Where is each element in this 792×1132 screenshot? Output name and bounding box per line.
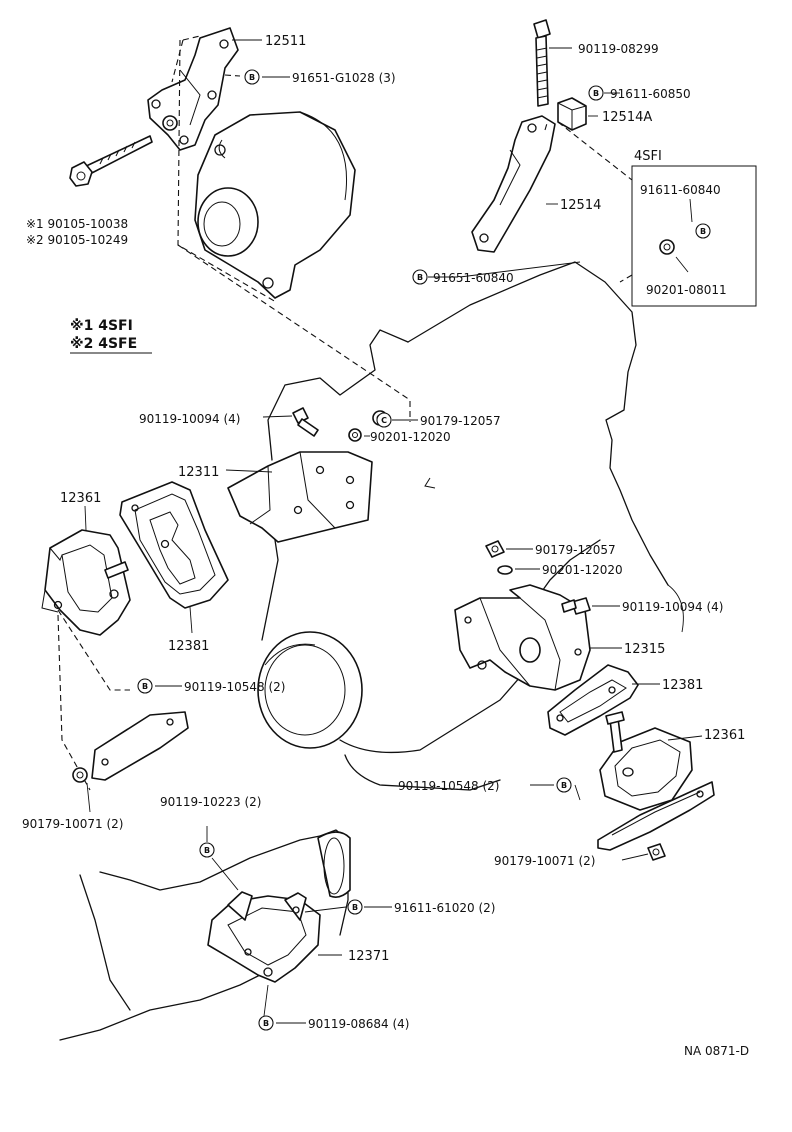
marker-b-90119-08684: B (258, 1015, 274, 1031)
flywheel-cover (257, 631, 363, 749)
leader-lines (86, 39, 703, 1024)
label-90119-08684: 90119-08684 (4) (308, 1017, 410, 1031)
label-90119-10094-right: 90119-10094 (4) (622, 600, 724, 614)
alternator (194, 111, 356, 299)
transmission-outline (59, 829, 351, 1041)
label-12311: 12311 (178, 465, 219, 480)
long-bolt-90105 (69, 115, 178, 187)
washer-90201-12020-right (497, 565, 540, 575)
bracket-12315 (454, 584, 591, 691)
label-12361-right: 12361 (704, 728, 745, 743)
marker-b-91611-61020: B (347, 899, 363, 915)
svg-text:B: B (249, 73, 255, 82)
label-90119-08299: 90119-08299 (578, 42, 659, 56)
svg-text:B: B (204, 846, 210, 855)
lower-plate-right (597, 781, 715, 851)
label-12381-left: 12381 (168, 639, 209, 654)
lower-bracket-left (91, 711, 189, 781)
label-90201-12020-right: 90201-12020 (542, 563, 623, 577)
rear-mount-12371 (207, 891, 321, 983)
svg-text:B: B (700, 227, 706, 236)
marker-c-90179-12057: C (376, 412, 392, 428)
bolt-10094-right-leader (667, 584, 684, 633)
drawing-code: NA 0871-D (684, 1044, 749, 1058)
marker-b-90119-10223: B (199, 842, 215, 858)
nut-90179-10071-right (621, 843, 666, 861)
label-90119-10548-right: 90119-10548 (2) (398, 779, 500, 793)
marker-b-91611-60850: B (588, 85, 604, 101)
bolt-90119-10094-right (561, 597, 620, 615)
plate-12381-left (119, 481, 229, 634)
note-1-bolt: ※1 90105-10038 (26, 217, 128, 231)
label-90179-12057-upper: 90179-12057 (420, 414, 501, 428)
note-2-bolt: ※2 90105-10249 (26, 233, 128, 247)
label-90201-08011: 90201-08011 (646, 283, 727, 297)
nut-90179-10071-left (72, 767, 88, 783)
label-12381-right: 12381 (662, 678, 703, 693)
marker-b-91651-g1028: B (244, 69, 260, 85)
label-91651-60840: 91651-60840 (433, 271, 514, 285)
label-12514a: 12514A (602, 110, 652, 125)
svg-text:B: B (352, 903, 358, 912)
svg-text:B: B (142, 682, 148, 691)
label-90179-10071-right: 90179-10071 (2) (494, 854, 596, 868)
label-12371: 12371 (348, 949, 389, 964)
legend-4sfi: ※1 4SFI (70, 318, 133, 334)
bolt-90119-08299 (533, 19, 572, 107)
marker-b-91611-60840: B (695, 223, 711, 239)
bolt-90119-10094-left (262, 407, 319, 437)
label-90179-12057-right: 90179-12057 (535, 543, 616, 557)
svg-text:B: B (561, 781, 567, 790)
nut-90179-12057-right (485, 540, 533, 558)
svg-text:C: C (381, 416, 387, 425)
washer-90201-12020-upper (348, 428, 362, 442)
label-12361-left: 12361 (60, 491, 101, 506)
label-12315: 12315 (624, 642, 665, 657)
label-90179-10071-left: 90179-10071 (2) (22, 817, 124, 831)
bracket-12514 (471, 115, 633, 253)
marker-b-90119-10548-right: B (556, 777, 572, 793)
label-91611-61020: 91611-61020 (2) (394, 901, 496, 915)
marker-b-90119-10548-left: B (137, 678, 153, 694)
svg-text:B: B (417, 273, 423, 282)
label-91611-60840: 91611-60840 (640, 183, 721, 197)
label-90119-10223: 90119-10223 (2) (160, 795, 262, 809)
engine-mount-bracket-12311 (227, 451, 373, 543)
legend-4sfe: ※2 4SFE (70, 336, 137, 352)
svg-text:B: B (263, 1019, 269, 1028)
label-91611-60850: 91611-60850 (610, 87, 691, 101)
insulator-12361-right (599, 711, 693, 811)
alternator-link-dash (177, 244, 411, 422)
label-4sfi-group: 4SFI (634, 149, 662, 164)
label-12511: 12511 (265, 34, 306, 49)
4sfi-inset-box (619, 165, 757, 307)
label-90119-10094-left: 90119-10094 (4) (139, 412, 241, 426)
label-90119-10548-left: 90119-10548 (2) (184, 680, 286, 694)
label-12514: 12514 (560, 198, 601, 213)
svg-text:B: B (593, 89, 599, 98)
label-90201-12020-upper: 90201-12020 (370, 430, 451, 444)
label-91651-g1028: 91651-G1028 (3) (292, 71, 396, 85)
plate-12381-right (547, 664, 639, 736)
marker-b-91651-60840: B (412, 269, 428, 285)
